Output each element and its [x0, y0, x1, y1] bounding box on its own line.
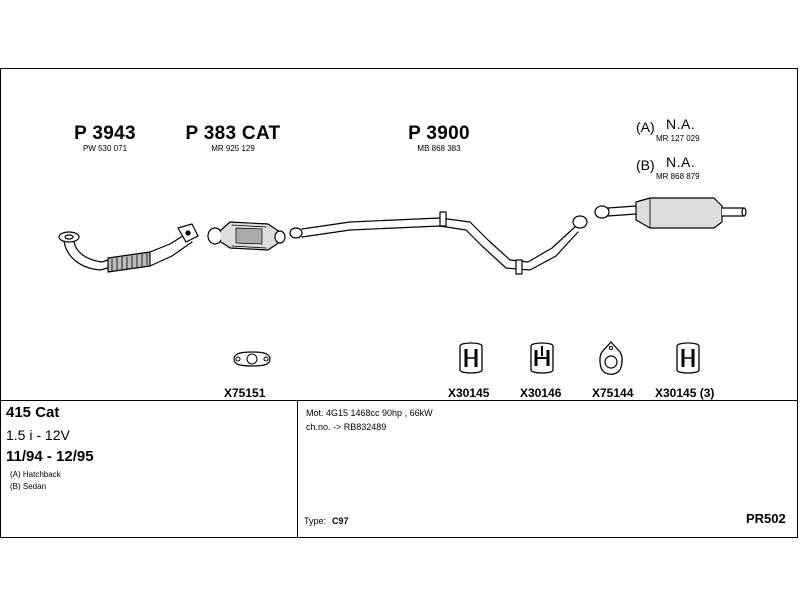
alternative-value: N.A.: [666, 116, 696, 132]
type-value: C97: [332, 516, 349, 526]
part-code: P 3943: [74, 123, 136, 144]
rear-silencer-drawing: [594, 197, 747, 229]
vehicle-model: 415 Cat: [6, 404, 60, 421]
type-label: Type:: [304, 516, 327, 526]
motor-info: Mot. 4G15 1468cc 90hp , 66kW: [306, 408, 433, 418]
divider-horizontal: [0, 400, 798, 401]
accessory-label[interactable]: X75151: [224, 386, 266, 400]
part-ref: PW 530 071: [82, 144, 128, 153]
vehicle-years: 11/94 - 12/95: [6, 448, 94, 465]
part-catalyst[interactable]: P 383 CAT MR 925 129: [176, 124, 290, 154]
part-ref: MR 925 129: [211, 144, 255, 153]
rubber-hanger-icon: [676, 342, 700, 374]
alternative-ref: MR 127 029: [656, 134, 700, 143]
alternative-ref: MR 868 879: [656, 172, 700, 181]
chassis-info: ch.no. -> RB832489: [306, 422, 387, 432]
alternative-label: (B): [636, 157, 655, 173]
rubber-hanger-icon: [459, 342, 483, 374]
vehicle-variant-a: (A) Hatchback: [10, 470, 61, 479]
divider-vertical: [297, 400, 298, 538]
vehicle-variant-b: (B) Sedan: [10, 482, 47, 491]
front-pipe-drawing: [58, 223, 199, 273]
middle-pipe-drawing: [289, 211, 588, 275]
alternative-value: N.A.: [666, 154, 696, 170]
alternative-label: (A): [636, 119, 655, 135]
accessory-label[interactable]: X30145 (3): [655, 386, 715, 400]
vehicle-engine: 1.5 i - 12V: [6, 427, 70, 443]
part-code: P 3900: [408, 123, 470, 144]
part-middle-pipe[interactable]: P 3900 MB 868 383: [396, 124, 482, 154]
part-ref: MB 868 383: [417, 144, 461, 153]
part-front-pipe[interactable]: P 3943 PW 530 071: [62, 124, 148, 154]
catalyst-drawing: [207, 221, 286, 251]
accessory-label[interactable]: X30146: [520, 386, 562, 400]
gasket-icon: [599, 341, 623, 375]
accessory-label[interactable]: X75144: [592, 386, 634, 400]
part-code: P 383 CAT: [185, 123, 281, 144]
type-row: Type: C97: [304, 516, 349, 526]
diagram-sheet: [0, 68, 798, 538]
gasket-icon: [233, 351, 271, 367]
rubber-hanger-icon: [530, 342, 554, 374]
accessory-label[interactable]: X30145: [448, 386, 490, 400]
page-code: PR502: [746, 511, 786, 526]
